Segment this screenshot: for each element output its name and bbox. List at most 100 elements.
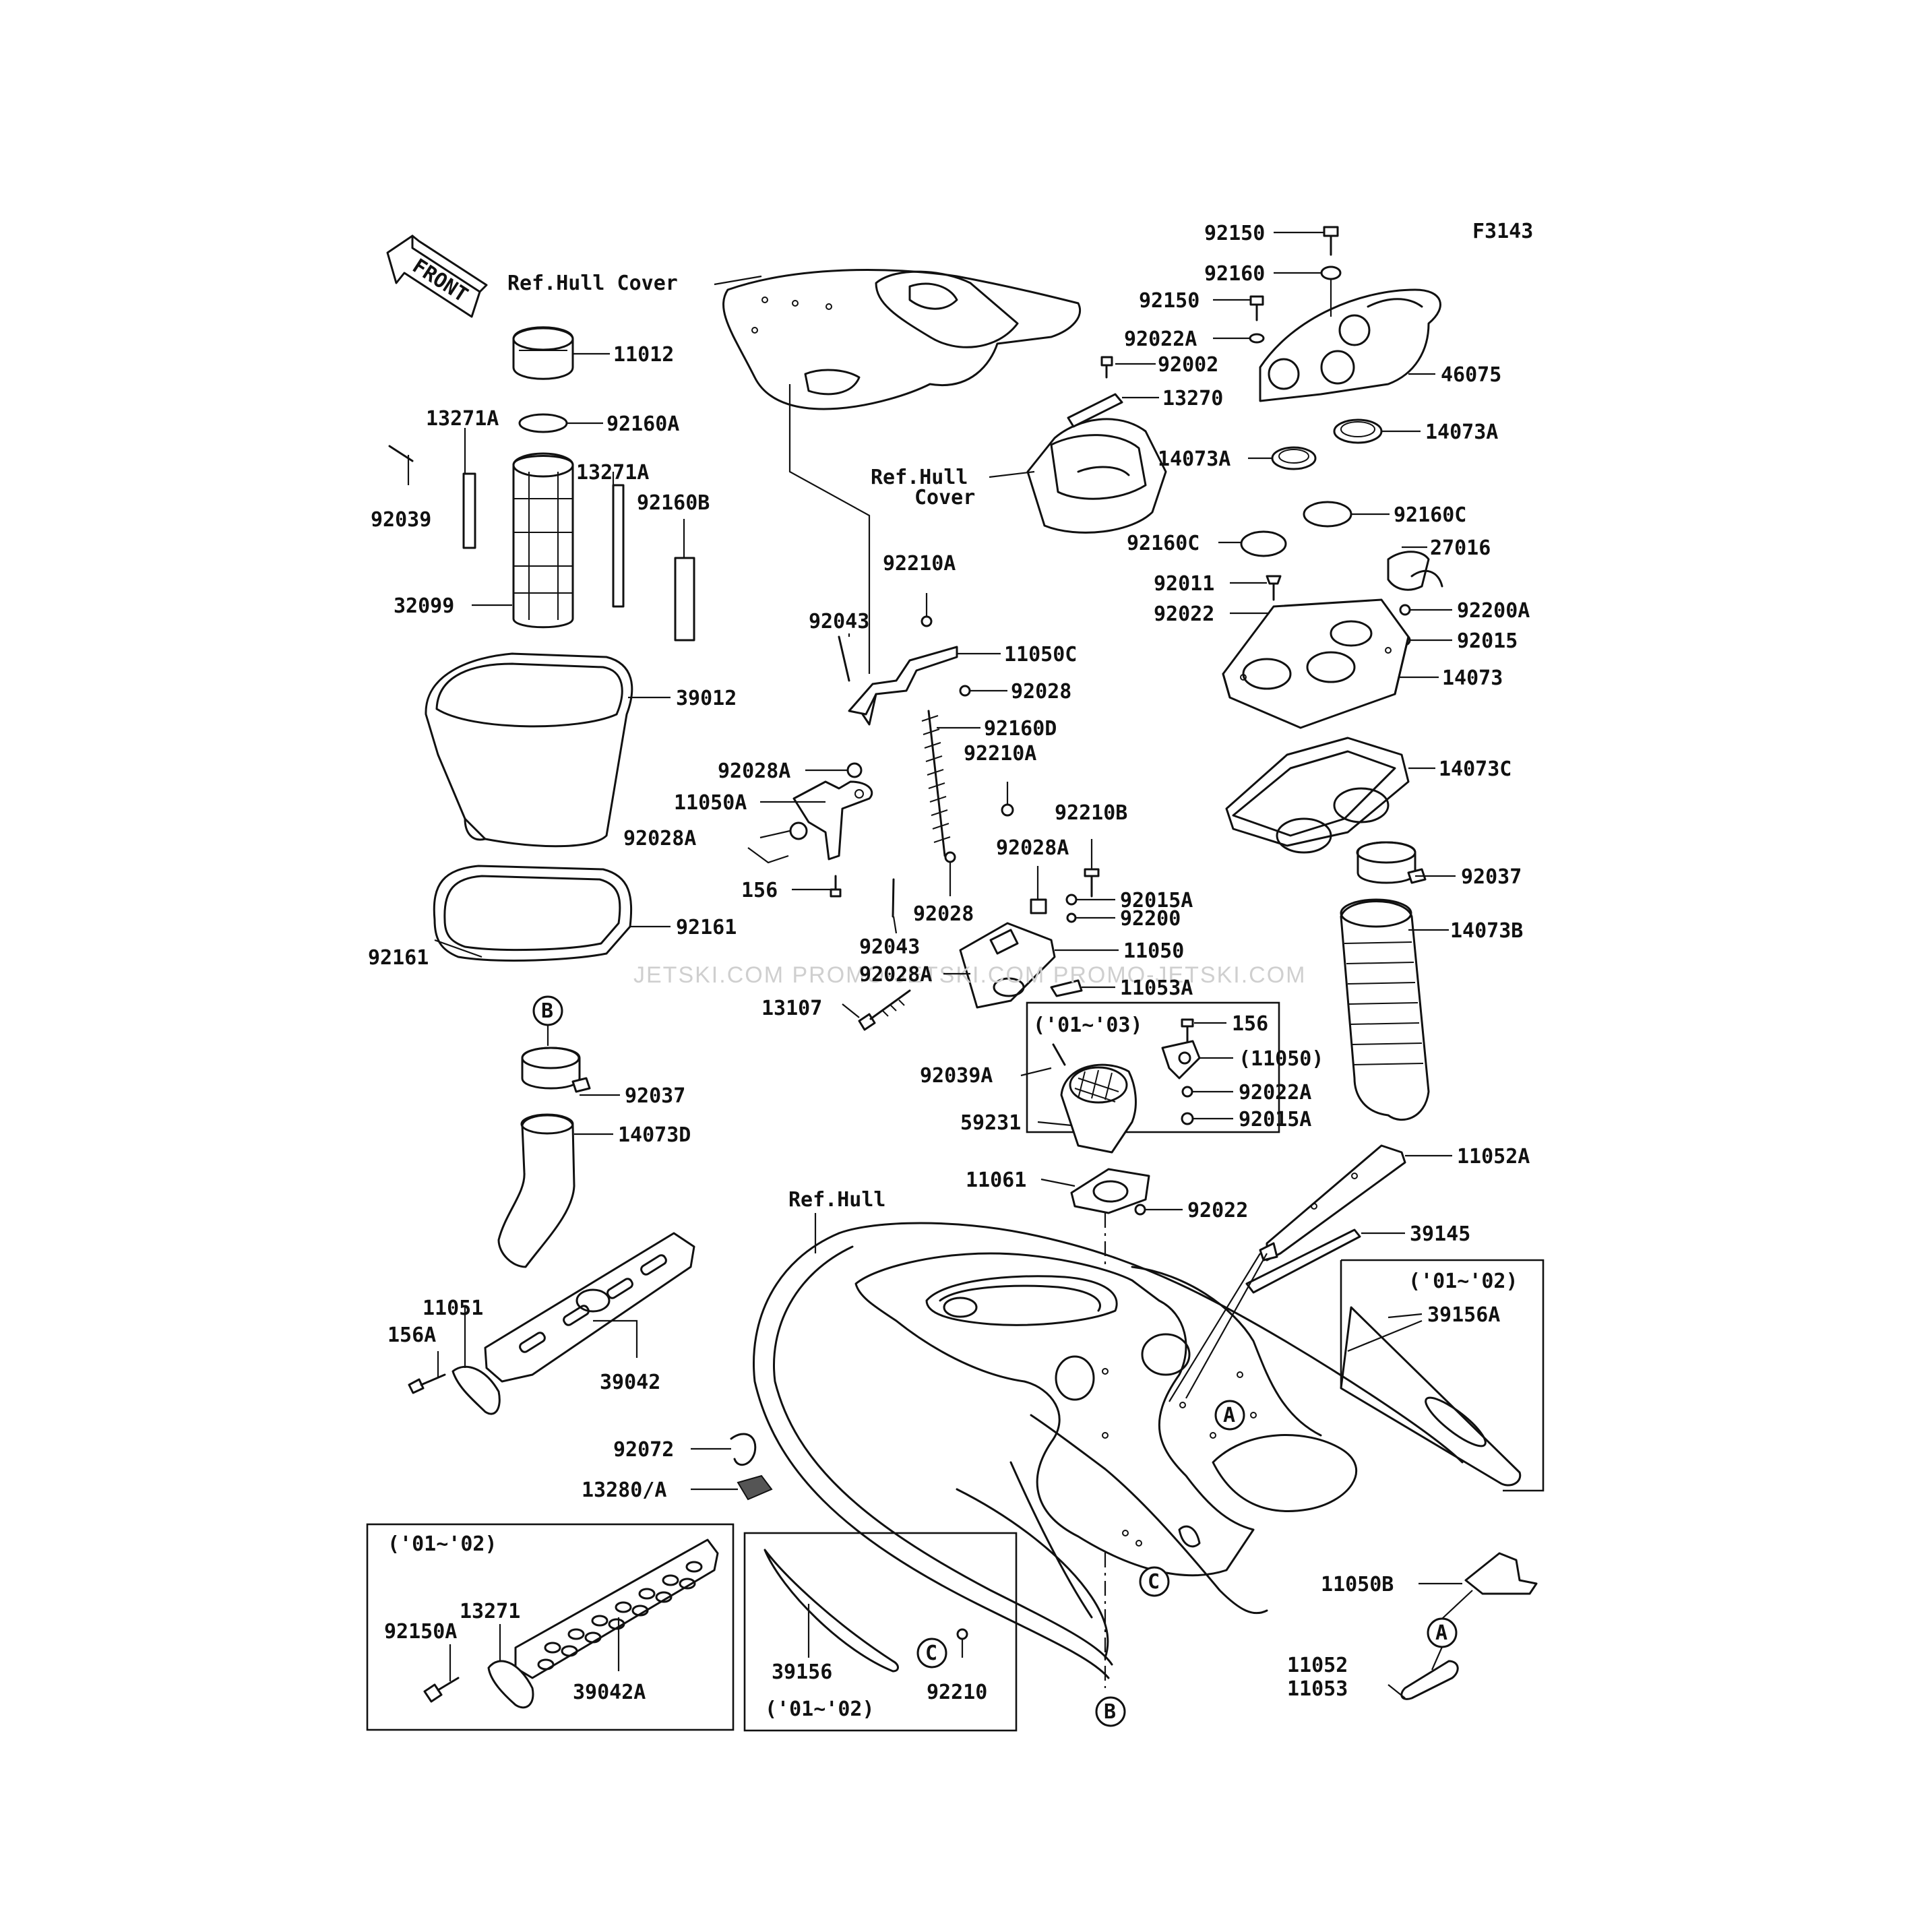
part-label: 39156A <box>1427 1303 1500 1327</box>
inset-box-01-02-right <box>1340 1259 1545 1492</box>
part-label: 39042 <box>600 1371 660 1394</box>
bolt-92002 <box>1100 356 1113 379</box>
part-label: 92160B <box>637 491 710 515</box>
part-label: 92160C <box>1127 532 1199 555</box>
part-label: 92015A <box>1120 889 1193 912</box>
part-label: 14073C <box>1439 757 1512 781</box>
inset-year-01-02-right: ('01~'02) <box>1408 1270 1518 1293</box>
part-label: 92150A <box>384 1620 457 1644</box>
part-label: 11050A <box>674 791 747 815</box>
part-label: 92022 <box>1154 602 1214 626</box>
part-label: 27016 <box>1430 536 1491 560</box>
part-label: 92028 <box>913 902 974 926</box>
strip-13271A-left <box>462 472 476 549</box>
bushing-92028-lower <box>944 851 956 863</box>
part-label: 156A <box>387 1323 436 1347</box>
part-label: 92200 <box>1120 907 1181 931</box>
bolt-92210B <box>1084 868 1100 898</box>
part-label: 46075 <box>1441 363 1501 387</box>
marker-c-bottom <box>916 1638 947 1669</box>
part-label: 92072 <box>613 1438 674 1462</box>
hull-cover-top <box>722 269 1082 410</box>
part-label: 92150 <box>1139 289 1199 313</box>
strip-39145 <box>1245 1228 1361 1294</box>
part-label: 92028 <box>1011 680 1071 704</box>
leader <box>1431 1590 1473 1671</box>
spring-92160D <box>921 710 951 857</box>
part-label: 92015A <box>1239 1108 1311 1131</box>
ref-hull-cover-mid-label-2: Cover <box>914 486 975 509</box>
part-label: 92210B <box>1055 801 1127 825</box>
part-label: 92028A <box>859 963 932 987</box>
part-label: 11053A <box>1120 976 1193 1000</box>
leader-lines <box>407 231 1462 1699</box>
part-13280 <box>737 1474 773 1501</box>
clip-92210 <box>956 1628 968 1640</box>
front-direction-arrow: FRONT <box>386 235 488 318</box>
air-box-lid-14073 <box>1222 598 1410 729</box>
pad-39156 <box>764 1549 899 1673</box>
inset-year-01-02-center: ('01~'02) <box>765 1697 875 1721</box>
ring-14073A-left <box>1271 446 1317 470</box>
tray-46075 <box>1259 288 1441 402</box>
seal-92160C-left <box>1240 530 1287 557</box>
plate-13270 <box>1067 393 1123 428</box>
part-label: 156 <box>741 879 778 902</box>
clip-92210A-upper <box>921 615 933 627</box>
marker-b-bottom-text: B <box>1104 1700 1116 1724</box>
screw-156A <box>408 1373 446 1394</box>
bracket-11052A <box>1259 1144 1406 1261</box>
mat-39042A <box>514 1538 719 1679</box>
part-label: 39012 <box>676 687 737 710</box>
part-label: 11050C <box>1004 643 1077 666</box>
part-label: 92037 <box>1461 865 1522 889</box>
part-label: 92002 <box>1158 353 1218 377</box>
storage-hatch-bin <box>1026 418 1167 534</box>
cap-11012 <box>512 326 574 380</box>
bracket-11050B <box>1464 1552 1538 1595</box>
part-label: 92028A <box>718 759 790 783</box>
storage-box-39012 <box>425 652 633 848</box>
inset-box-01-02-left <box>366 1523 735 1731</box>
washer-92200 <box>1066 912 1077 923</box>
part-label: 11050B <box>1321 1573 1394 1596</box>
air-box-base-14073C <box>1225 737 1410 854</box>
inset-year-01-02-left: ('01~'02) <box>387 1532 497 1556</box>
bolt-13107 <box>858 989 911 1031</box>
part-label: 11050 <box>1123 939 1184 963</box>
part-label: 92161 <box>676 916 737 939</box>
leader <box>714 275 762 286</box>
latch-11050A <box>789 762 873 861</box>
latch-11050 <box>959 922 1056 1009</box>
washer-92160 <box>1320 266 1342 280</box>
plate-11052 <box>1400 1660 1459 1700</box>
part-27016 <box>1387 551 1443 591</box>
clip-92072 <box>730 1433 757 1466</box>
part-label: 92028A <box>623 827 696 850</box>
inset-latch-11050 <box>1161 1040 1201 1080</box>
part-label: 13280/A <box>582 1478 666 1502</box>
strip-13271A-right <box>612 484 625 608</box>
hull <box>753 1222 1464 1679</box>
bushing-92028 <box>959 685 971 697</box>
washer-92022A <box>1249 333 1265 344</box>
clip-92210A-lower <box>1001 803 1014 817</box>
part-label: 13271A <box>576 461 649 485</box>
seal-92160B <box>674 557 695 642</box>
part-label: 13107 <box>761 997 822 1020</box>
leader <box>788 384 871 674</box>
marker-c-bottom-text: C <box>925 1642 937 1665</box>
marker-a-hull-text: A <box>1223 1404 1235 1427</box>
marker-a-hull <box>1214 1400 1245 1431</box>
ref-hull-cover-mid-label-1: Ref.Hull <box>871 466 968 489</box>
marker-c-hull <box>1139 1566 1170 1597</box>
screw-92011 <box>1266 575 1282 601</box>
tube-32099 <box>512 452 574 629</box>
gasket-11061 <box>1070 1168 1150 1214</box>
leader <box>989 470 1035 478</box>
hose-14073B <box>1340 898 1430 1121</box>
pad-39156A <box>1340 1306 1522 1487</box>
plate-11053A <box>1050 979 1083 997</box>
pin-92043-lower <box>892 878 895 918</box>
